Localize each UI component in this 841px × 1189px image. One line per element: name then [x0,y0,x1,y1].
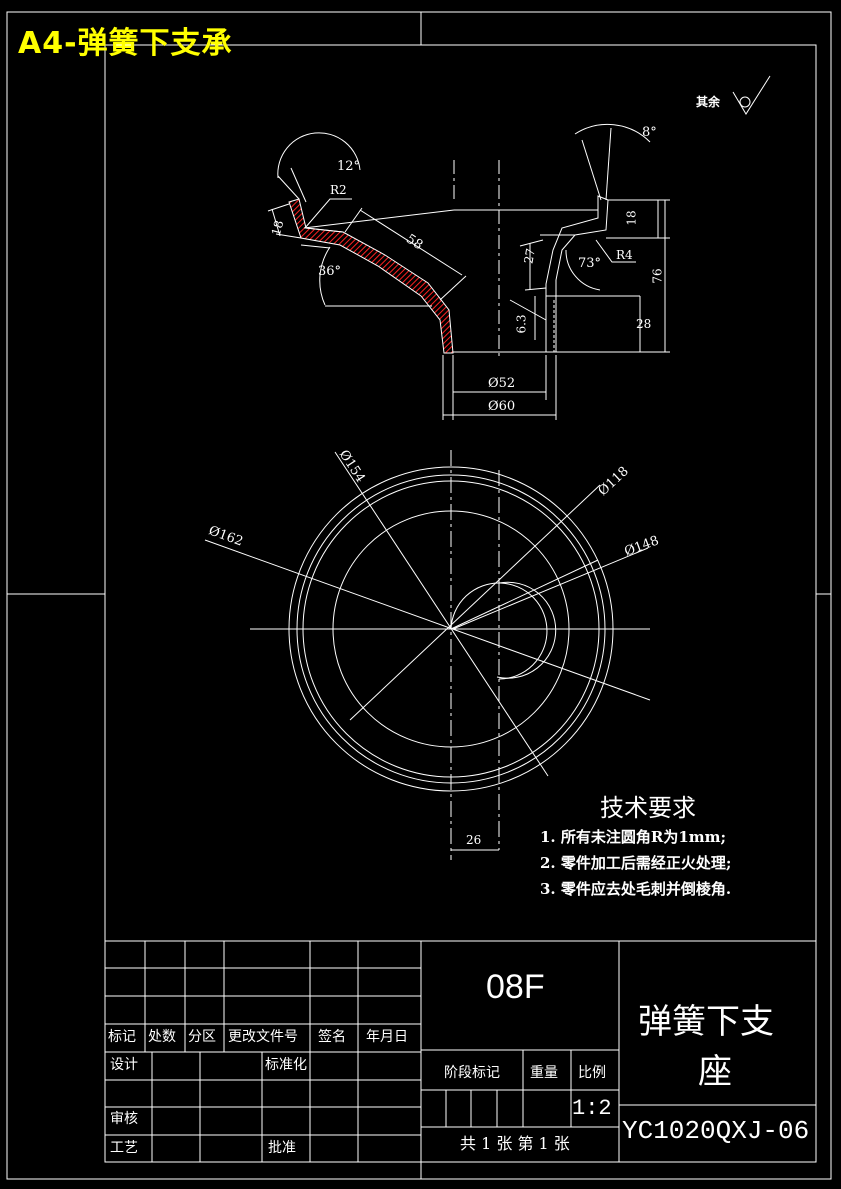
dim-phi60: Ø60 [488,399,516,414]
dim-18-left: 18 [268,218,287,238]
tech-heading: 技术要求 [600,794,696,822]
label-stage-mark: 阶段标记 [444,1065,500,1081]
dim-angle-73: 73° [578,256,602,271]
label-scale: 比例 [578,1065,606,1081]
sheet-count: 共 1 张 第 1 张 [460,1134,570,1153]
label-weight: 重量 [530,1065,558,1081]
rev-header-sign: 签名 [318,1029,346,1045]
dim-26: 26 [466,833,482,847]
top-view [204,450,651,860]
tech-item-2: 2. 零件加工后需经正火处理; [540,854,732,872]
part-name-line2: 座 [698,1052,732,1092]
dim-angle-36: 36° [318,264,342,279]
label-standardize: 标准化 [265,1057,307,1073]
label-review: 审核 [110,1111,138,1127]
tech-item-1: 1. 所有未注圆角R为1mm; [540,828,727,846]
sheet-frame [6,11,832,1180]
rev-header-count: 处数 [148,1029,176,1045]
dim-6-3: 6.3 [514,314,529,334]
dim-angle-8: 8° [642,125,657,140]
dim-r2: R2 [330,183,347,197]
dim-76: 76 [650,268,665,284]
rev-header-mark: 标记 [108,1029,136,1045]
drawing-number: YC1020QXJ-06 [622,1116,810,1146]
label-process: 工艺 [110,1140,138,1156]
tech-item-3: 3. 零件应去处毛刺并倒棱角. [540,880,732,898]
section-view [267,123,670,420]
rev-header-date: 年月日 [366,1029,408,1045]
material: 08F [486,968,545,1006]
dim-phi52: Ø52 [488,376,516,391]
sheet-title: A4-弹簧下支承 [18,26,233,61]
dim-28: 28 [636,317,652,331]
dim-angle-12: 12° [337,159,361,174]
title-block-grid [105,940,816,1162]
dim-r4: R4 [616,248,633,262]
roughness-symbol [732,75,771,115]
roughness-note: 其余 [696,95,721,109]
rev-header-zone: 分区 [188,1029,216,1045]
part-name-line1: 弹簧下支 [638,1002,774,1042]
rev-header-doc: 更改文件号 [228,1029,298,1045]
label-design: 设计 [110,1057,138,1073]
label-approve: 批准 [268,1140,296,1156]
dim-27: 27 [521,247,538,265]
dim-18-right: 18 [624,210,639,226]
scale-value: 1:2 [572,1096,612,1121]
